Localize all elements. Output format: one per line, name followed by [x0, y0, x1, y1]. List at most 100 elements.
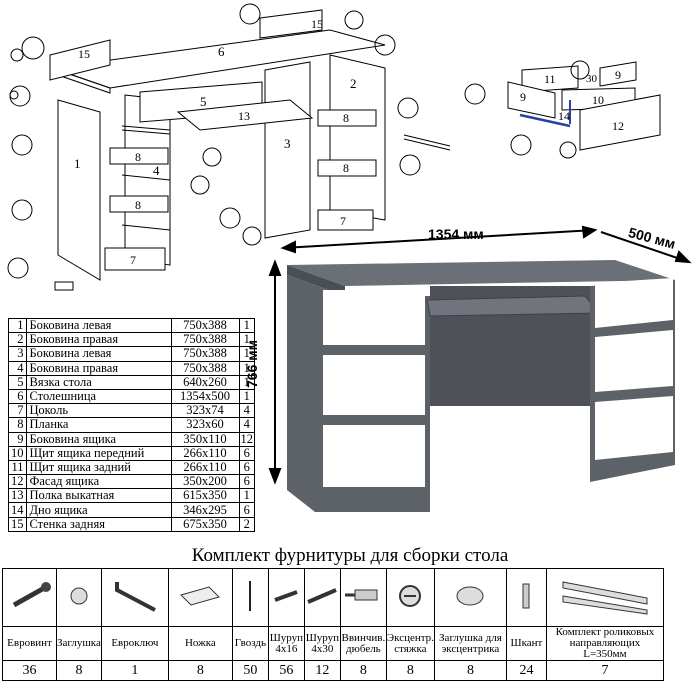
drawer-bottom-edge: [519, 113, 571, 128]
hardware-count: 1: [100, 660, 169, 681]
part-name: Стенка задняя: [25, 516, 172, 532]
part-quantity: 2: [238, 516, 255, 532]
hardware-count: 8: [167, 660, 233, 681]
label-rail-left-2: 8: [135, 198, 141, 212]
part-dimensions: 266x110: [170, 445, 240, 461]
hardware-count: 8: [339, 660, 387, 681]
label-plinth-left: 7: [130, 253, 136, 267]
hardware-name: Евровинт: [2, 626, 57, 661]
label-drawer-facade: 12: [612, 119, 624, 133]
right-drawer-middle: [595, 330, 673, 392]
hardware-name: Шкант: [505, 626, 547, 661]
part-dimensions: 266x110: [170, 459, 240, 476]
width-dimension: 1354 мм: [428, 226, 484, 242]
hardware-name: Заглушка: [56, 626, 102, 661]
dimension-lines: [268, 225, 692, 485]
label-side-left: 1: [74, 156, 81, 171]
hardware-title: Комплект фурнитуры для сборки стола: [191, 545, 509, 566]
hardware-count: 8: [433, 660, 507, 681]
part-name: Щит ящика задний: [25, 459, 172, 476]
part-dimensions: 750x388: [170, 332, 240, 348]
drawer-back: [521, 65, 579, 93]
part-name: Щит ящика передний: [25, 445, 172, 461]
part-dimensions: 640x260: [170, 374, 240, 390]
label-tabletop: 6: [218, 44, 225, 59]
label-drawer-bottom: 14: [558, 109, 570, 123]
part-quantity: 1: [238, 374, 255, 390]
label-side-4: 4: [153, 163, 160, 178]
part-number: 14: [8, 502, 27, 518]
exploded-assembly-drawing: 6 15 15 1 4 3 2 5 13 7 7 8 8 8: [7, 3, 661, 291]
part-dimensions: 350x200: [170, 474, 240, 490]
hardware-name: Шуруп 4x16: [267, 626, 305, 661]
hardware-name: Ввинчив. дюбель: [339, 626, 387, 661]
hardware-name: Евроключ: [100, 626, 169, 661]
left-drawer-bottom: [323, 425, 425, 487]
drawer-side-right: [599, 61, 637, 87]
foot-detail: [54, 281, 74, 291]
drawer-fastener-callouts: [464, 60, 590, 159]
part-number: 13: [8, 488, 27, 504]
part-quantity: 12: [238, 431, 255, 447]
desk-top-surface: [287, 260, 675, 286]
part-name: Боковина ящика: [25, 431, 172, 447]
plinth-right: [317, 209, 374, 231]
rail-right-2: [317, 159, 377, 177]
label-back-panel-left: 15: [78, 47, 90, 61]
height-dimension: 766 мм: [243, 340, 260, 388]
side-panel-left: [57, 99, 101, 281]
hardware-count: 12: [303, 660, 341, 681]
part-number: 10: [8, 445, 27, 461]
short-screw-icon: [267, 568, 305, 627]
hardware-count: 8: [56, 660, 102, 681]
part-dimensions: 750x388: [170, 317, 240, 334]
part-dimensions: 350x110: [170, 431, 240, 447]
cam-lock-icon: [385, 568, 435, 627]
rail-left-1: [109, 147, 169, 165]
part-number: 1: [8, 317, 27, 334]
nail-icon: [231, 568, 269, 627]
part-name: Боковина левая: [25, 317, 172, 334]
drawer-facade: [579, 94, 661, 151]
hex-key-icon: [100, 568, 169, 627]
part-number: 2: [8, 332, 27, 348]
label-side-right: 2: [350, 76, 357, 91]
part-quantity: 4: [238, 403, 255, 419]
part-dimensions: 675x350: [170, 516, 240, 532]
back-panel-left: [49, 39, 111, 81]
label-rail-right-1: 8: [343, 111, 349, 125]
hardware-count: 8: [385, 660, 435, 681]
label-drawer-front-panel: 10: [592, 93, 604, 107]
label-back-panel-right: 15: [311, 17, 323, 31]
part-dimensions: 615x350: [170, 488, 240, 504]
part-quantity: 6: [238, 474, 255, 490]
part-number: 11: [8, 459, 27, 476]
part-number: 4: [8, 360, 27, 376]
part-name: Цоколь: [25, 403, 172, 419]
right-drawer-top: [595, 278, 673, 328]
right-drawer-bottom: [595, 396, 673, 460]
hardware-count: 56: [267, 660, 305, 681]
part-quantity: 1: [238, 317, 255, 334]
part-number: 6: [8, 388, 27, 405]
part-name: Боковина правая: [25, 332, 172, 348]
label-side-3: 3: [284, 136, 291, 151]
part-name: Боковина левая: [25, 346, 172, 362]
part-name: Полка выкатная: [25, 488, 172, 504]
part-quantity: 1: [238, 388, 255, 405]
part-name: Вязка стола: [25, 374, 172, 390]
part-quantity: 6: [238, 459, 255, 476]
long-screw-icon: [303, 568, 341, 627]
hardware-name: Заглушка для эксцентрика: [433, 626, 507, 661]
fastener-callouts: [7, 3, 421, 279]
